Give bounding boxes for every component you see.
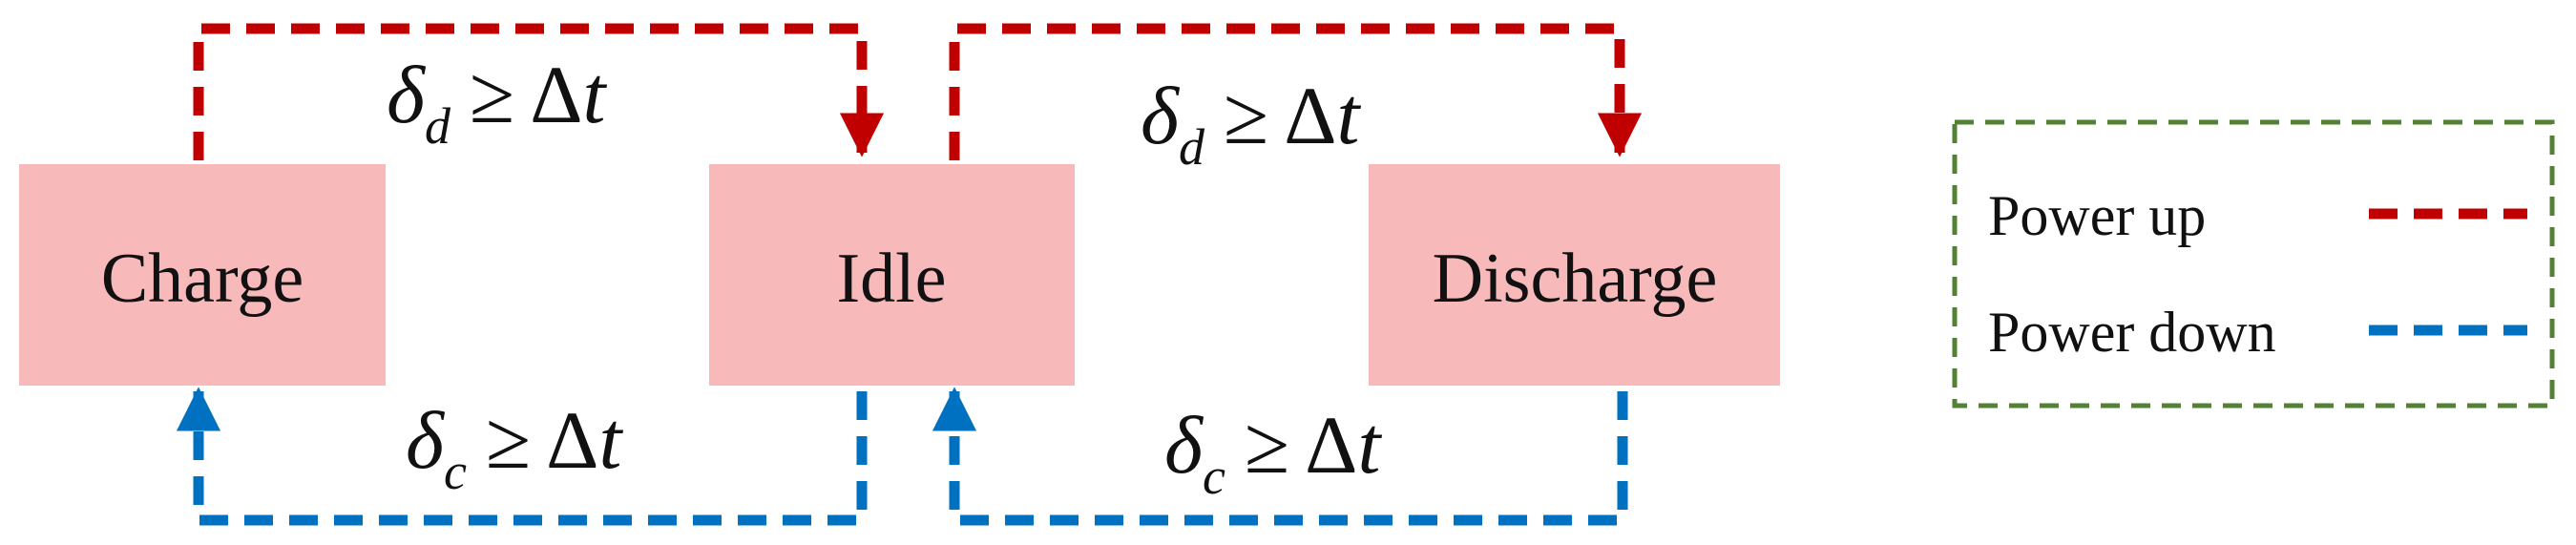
legend-label-power-down: Power down: [1988, 301, 2276, 364]
condition-relation: ≥: [486, 394, 531, 486]
transition-idle-to-discharge: [949, 23, 1643, 160]
legend-box: [1952, 119, 2555, 409]
condition-subscript: c: [444, 443, 467, 500]
condition-delta: Δ: [546, 394, 598, 486]
legend-label-power-up: Power up: [1988, 184, 2206, 247]
condition-variable: t: [1357, 399, 1382, 491]
condition-subscript: d: [1179, 118, 1205, 176]
transition-charge-to-idle: [193, 23, 885, 160]
condition-delta: Δ: [530, 49, 582, 140]
condition-variable: t: [598, 394, 623, 486]
condition-symbol: δ: [406, 394, 446, 486]
condition-relation: ≥: [470, 49, 514, 140]
state-charge-box: [19, 164, 386, 386]
transition-discharge-to-idle: [932, 387, 1628, 526]
condition-variable: t: [1337, 70, 1362, 161]
state-discharge: Discharge: [1369, 164, 1780, 386]
state-idle-label: Idle: [836, 240, 946, 318]
condition-delta: Δ: [1305, 399, 1357, 491]
state-charge: Charge: [19, 164, 386, 386]
condition-symbol: δ: [1141, 70, 1181, 161]
condition-delta: Δ: [1284, 70, 1336, 161]
legend: Power up Power down: [1952, 119, 2555, 409]
state-charge-label: Charge: [101, 240, 304, 318]
condition-relation: ≥: [1224, 70, 1268, 161]
condition-subscript: d: [425, 97, 451, 155]
condition-discharge-left: δd ≥Δt: [387, 49, 608, 155]
transition-idle-to-charge: [176, 387, 868, 526]
condition-discharge-right: δd ≥Δt: [1141, 70, 1362, 176]
state-idle: Idle: [709, 164, 1075, 386]
condition-symbol: δ: [1164, 399, 1204, 491]
condition-charge-left: δc ≥Δt: [406, 394, 623, 500]
condition-variable: t: [583, 49, 608, 140]
state-discharge-label: Discharge: [1433, 240, 1718, 318]
state-idle-box: [709, 164, 1075, 386]
condition-subscript: c: [1203, 448, 1225, 505]
condition-charge-right: δc ≥Δt: [1164, 399, 1382, 505]
condition-relation: ≥: [1245, 399, 1289, 491]
state-discharge-box: [1369, 164, 1780, 386]
condition-symbol: δ: [387, 49, 427, 140]
